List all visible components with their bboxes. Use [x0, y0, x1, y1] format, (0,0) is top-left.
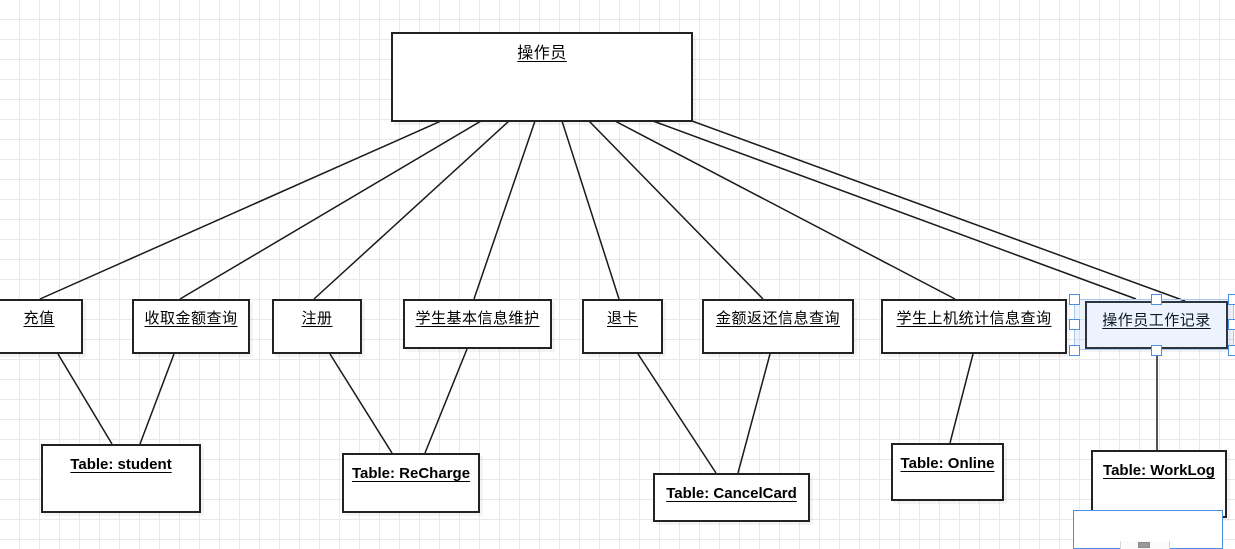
edge-root-1 — [179, 120, 482, 300]
edge-table-5 — [737, 353, 771, 474]
node-op-collect-query-label: 收取金额查询 — [144, 309, 238, 327]
resize-handle-3[interactable] — [1151, 294, 1162, 305]
node-op-work-log-label: 操作员工作记录 — [1102, 311, 1211, 329]
node-op-register-label: 注册 — [301, 309, 333, 327]
node-op-return-card[interactable]: 退卡 — [582, 299, 663, 354]
node-tbl-cancelcard[interactable]: Table: CancelCard — [653, 473, 810, 522]
resize-handle-0[interactable] — [1069, 294, 1080, 305]
node-root-operator[interactable]: 操作员 — [391, 32, 693, 122]
node-op-online-stats-label: 学生上机统计信息查询 — [896, 309, 1052, 327]
resize-handle-6[interactable] — [1228, 319, 1235, 330]
edge-root-2 — [313, 120, 510, 300]
node-op-recharge-label: 充值 — [23, 309, 55, 327]
resize-handle-5[interactable] — [1228, 294, 1235, 305]
edge-root-8 — [691, 120, 1186, 302]
resize-handle-2[interactable] — [1069, 345, 1080, 356]
node-root-operator-label: 操作员 — [517, 43, 567, 62]
node-op-refund-query-label: 金额返还信息查询 — [715, 309, 840, 327]
edge-table-1 — [139, 353, 175, 445]
node-op-work-log[interactable]: 操作员工作记录 — [1085, 301, 1228, 349]
edge-root-7 — [652, 120, 1137, 300]
node-op-online-stats[interactable]: 学生上机统计信息查询 — [881, 299, 1067, 354]
node-op-student-info[interactable]: 学生基本信息维护 — [403, 299, 552, 349]
node-tbl-online-label: Table: Online — [900, 455, 995, 472]
edge-root-6 — [614, 120, 956, 300]
edge-root-3 — [473, 120, 536, 300]
node-op-refund-query[interactable]: 金额返还信息查询 — [702, 299, 854, 354]
node-tbl-recharge-label: Table: ReCharge — [351, 465, 471, 482]
node-tbl-worklog-label: Table: WorkLog — [1103, 462, 1215, 479]
edge-table-2 — [329, 353, 393, 454]
edge-root-5 — [588, 120, 764, 300]
node-tbl-recharge[interactable]: Table: ReCharge — [342, 453, 480, 513]
node-tbl-student[interactable]: Table: student — [41, 444, 201, 513]
node-tbl-online[interactable]: Table: Online — [891, 443, 1004, 501]
floating-preview-panel[interactable] — [1073, 510, 1223, 549]
edge-table-6 — [949, 353, 974, 444]
node-tbl-student-label: Table: student — [70, 456, 172, 473]
resize-handle-1[interactable] — [1069, 319, 1080, 330]
node-op-return-card-label: 退卡 — [606, 309, 638, 327]
node-op-collect-query[interactable]: 收取金额查询 — [132, 299, 250, 354]
edge-table-0 — [57, 353, 113, 445]
node-tbl-cancelcard-label: Table: CancelCard — [666, 485, 797, 502]
mini-toolbar-widget[interactable] — [1120, 541, 1170, 549]
edge-table-3 — [424, 348, 468, 454]
node-op-recharge[interactable]: 充值 — [0, 299, 83, 354]
mini-knob-icon — [1138, 542, 1150, 548]
node-op-student-info-label: 学生基本信息维护 — [415, 309, 540, 327]
resize-handle-7[interactable] — [1228, 345, 1235, 356]
edge-root-0 — [39, 120, 442, 300]
node-tbl-worklog[interactable]: Table: WorkLog — [1091, 450, 1227, 518]
resize-handle-4[interactable] — [1151, 345, 1162, 356]
edge-table-4 — [637, 353, 717, 474]
node-op-register[interactable]: 注册 — [272, 299, 362, 354]
edge-root-4 — [561, 120, 620, 300]
